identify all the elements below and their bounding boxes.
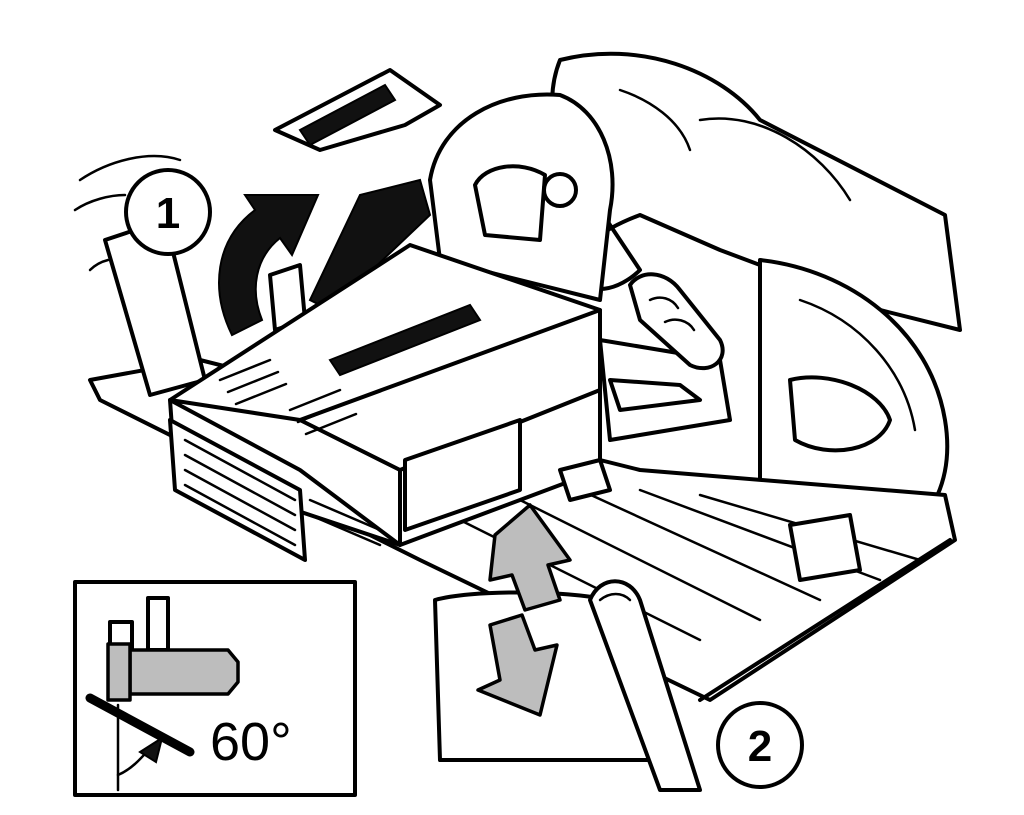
- front-hand-fingers: [628, 272, 725, 371]
- step-2-number: 2: [748, 722, 772, 771]
- rotate-arrow: [218, 194, 320, 337]
- step-1-number: 1: [156, 189, 180, 238]
- bevel-inset: 60°: [73, 580, 357, 797]
- front-handle: [73, 154, 207, 397]
- angle-label: 60°: [210, 712, 292, 772]
- blade-guard: [758, 258, 950, 542]
- step-2-callout: 2: [716, 701, 804, 789]
- bevel-lever: [268, 178, 432, 332]
- step-1-callout: 1: [124, 168, 212, 256]
- up-arrow: [488, 503, 572, 612]
- upper-guard: [273, 68, 615, 302]
- down-arrow: [476, 613, 559, 717]
